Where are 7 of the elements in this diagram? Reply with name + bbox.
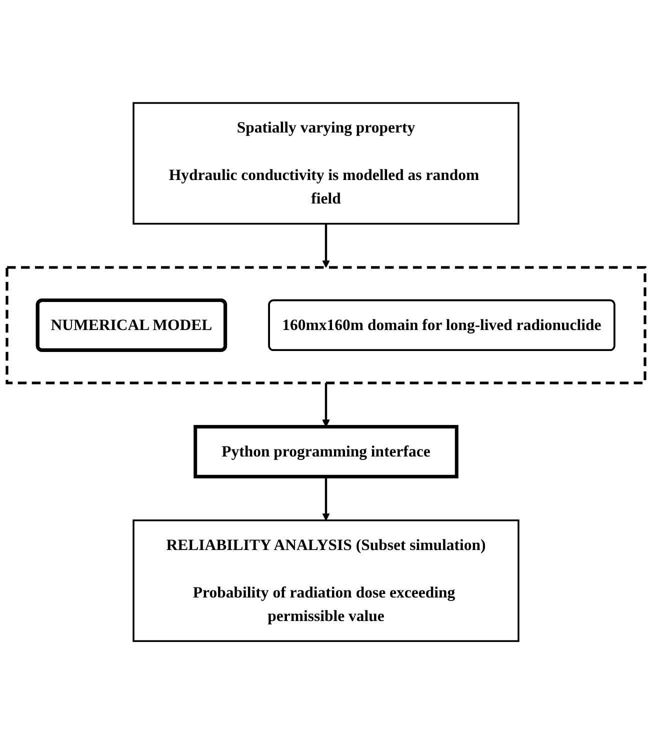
arrow [322,224,330,268]
node-box: Python programming interface [194,425,458,479]
node-box: Spatially varying property Hydraulic conductivity is modelled as random field [132,102,520,226]
arrow [322,383,330,428]
arrow [322,477,330,522]
node-box: RELIABILITY ANALYSIS (Subset simulation) Probability of radiation dose exceeding permissible value [132,520,520,642]
cluster [6,266,646,385]
